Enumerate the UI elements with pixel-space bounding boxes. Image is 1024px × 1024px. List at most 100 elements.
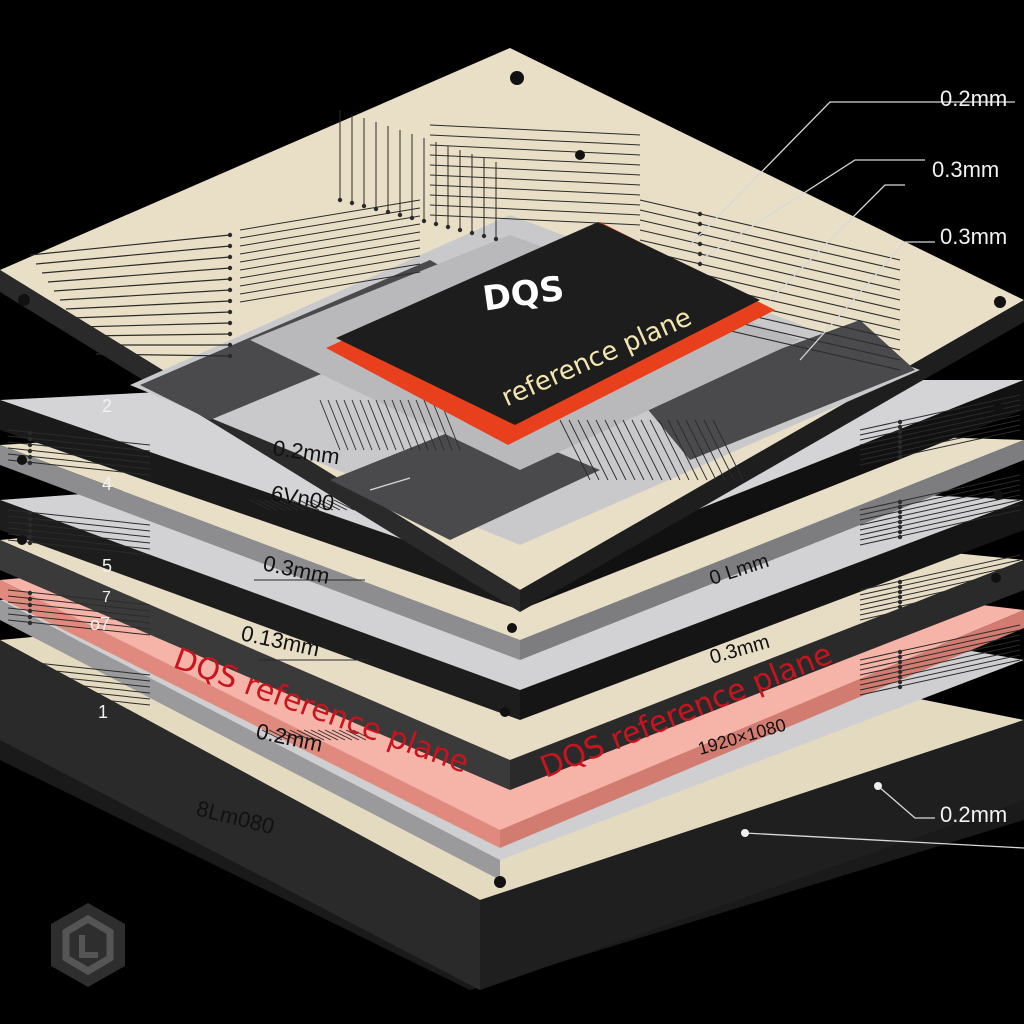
via-dot (27, 522, 33, 528)
via-dot (27, 684, 33, 690)
pcb-trace (658, 419, 690, 481)
pcb-trace (859, 649, 1021, 686)
via-dot (897, 659, 903, 665)
pcb-trace (429, 144, 641, 156)
via-dot (27, 454, 33, 460)
pcb-trace (359, 399, 381, 451)
via-dot (697, 261, 703, 267)
via-dot (227, 342, 233, 348)
hexagon-logo-icon (51, 903, 125, 987)
layer-gray-3-edge-right (520, 500, 1024, 720)
layer-top: DQS reference plane (0, 48, 1024, 612)
layer-number: 4 (102, 474, 112, 494)
pcb-trace (282, 729, 304, 741)
via-dot (697, 211, 703, 217)
via-dot (27, 528, 33, 534)
pcb-trace (326, 499, 348, 511)
layer-beige-2-edge-right (520, 440, 1024, 660)
pcb-trace (859, 404, 1021, 441)
pcb-trace (429, 204, 641, 216)
pcb-trace (239, 247, 421, 279)
pcb-trace (41, 256, 231, 274)
via-dot (897, 529, 903, 535)
via-dot (27, 516, 33, 522)
pcb-trace (289, 729, 311, 741)
pcb-trace (859, 644, 1021, 681)
pcb-trace (305, 499, 327, 511)
pcb-trace (586, 419, 618, 481)
top-dark-region-right (640, 320, 915, 460)
pcb-trace (407, 399, 429, 451)
via-dot (897, 679, 903, 685)
pcb-trace (429, 124, 641, 136)
layer-gray-5-edge (0, 600, 500, 880)
callout-label-right-bottom: 0.2mm (940, 802, 1007, 827)
pcb-trace (298, 499, 320, 511)
layer-beige-2-edge (0, 445, 520, 660)
pcb-trace (859, 424, 1021, 461)
pcb-trace (239, 223, 421, 255)
pcb-trace (859, 414, 1021, 451)
via-dot (27, 620, 33, 626)
via-dot (897, 584, 903, 590)
pcb-trace (613, 419, 645, 481)
via-dot (697, 241, 703, 247)
pcb-trace (391, 399, 413, 451)
via-dot (227, 232, 233, 238)
via-dot (469, 230, 475, 236)
pcb-trace (249, 499, 271, 511)
via-dot (897, 429, 903, 435)
pcb-trace (319, 499, 341, 511)
pcb-trace (375, 399, 397, 451)
pcb-trace (859, 624, 1021, 661)
pcb-trace (649, 419, 681, 481)
layer-number: 2 (102, 396, 112, 416)
pcb-trace (859, 554, 1021, 591)
via-dot (493, 236, 499, 242)
pcb-trace (604, 419, 636, 481)
via-dot (445, 224, 451, 230)
via-dot (433, 221, 439, 227)
callout-leader (769, 184, 905, 301)
pcb-trace (343, 399, 365, 451)
callout-leader (369, 477, 411, 491)
via-dot (897, 604, 903, 610)
pcb-trace (703, 419, 735, 481)
via-dot (457, 227, 463, 233)
via-dot (897, 524, 903, 530)
via-dot (27, 460, 33, 466)
mount-hole-icon (17, 535, 27, 545)
via-dot (481, 233, 487, 239)
pcb-trace (639, 229, 901, 291)
pcb-trace (859, 394, 1021, 431)
mount-hole-icon (993, 403, 1003, 413)
pcb-trace (639, 209, 901, 271)
pcb-trace (331, 729, 353, 741)
mount-hole-icon (994, 296, 1006, 308)
via-dot (227, 265, 233, 271)
pcb-trace (859, 584, 1021, 621)
pcb-trace (319, 399, 341, 451)
pcb-trace (859, 429, 1021, 466)
via-dot (361, 203, 367, 209)
pcb-trace (859, 479, 1021, 516)
callout-leader (689, 101, 1015, 246)
callout-dot (874, 782, 882, 790)
mount-hole-icon (500, 707, 510, 717)
mount-hole-icon (17, 455, 27, 465)
via-dot (349, 200, 355, 206)
mount-hole-icon (991, 573, 1001, 583)
pcb-trace (71, 311, 231, 319)
pcb-trace (415, 399, 437, 451)
pcb-trace (639, 239, 901, 301)
pcb-trace (429, 214, 641, 226)
pcb-trace (639, 199, 901, 261)
via-dot (897, 509, 903, 515)
layer-pink-plane-edge-right (500, 610, 1024, 848)
pcb-trace (595, 419, 627, 481)
callout-leaders (369, 101, 1024, 849)
pcb-trace (352, 729, 374, 741)
pcb-trace (340, 499, 362, 511)
pcb-trace (312, 499, 334, 511)
via-dot (27, 672, 33, 678)
